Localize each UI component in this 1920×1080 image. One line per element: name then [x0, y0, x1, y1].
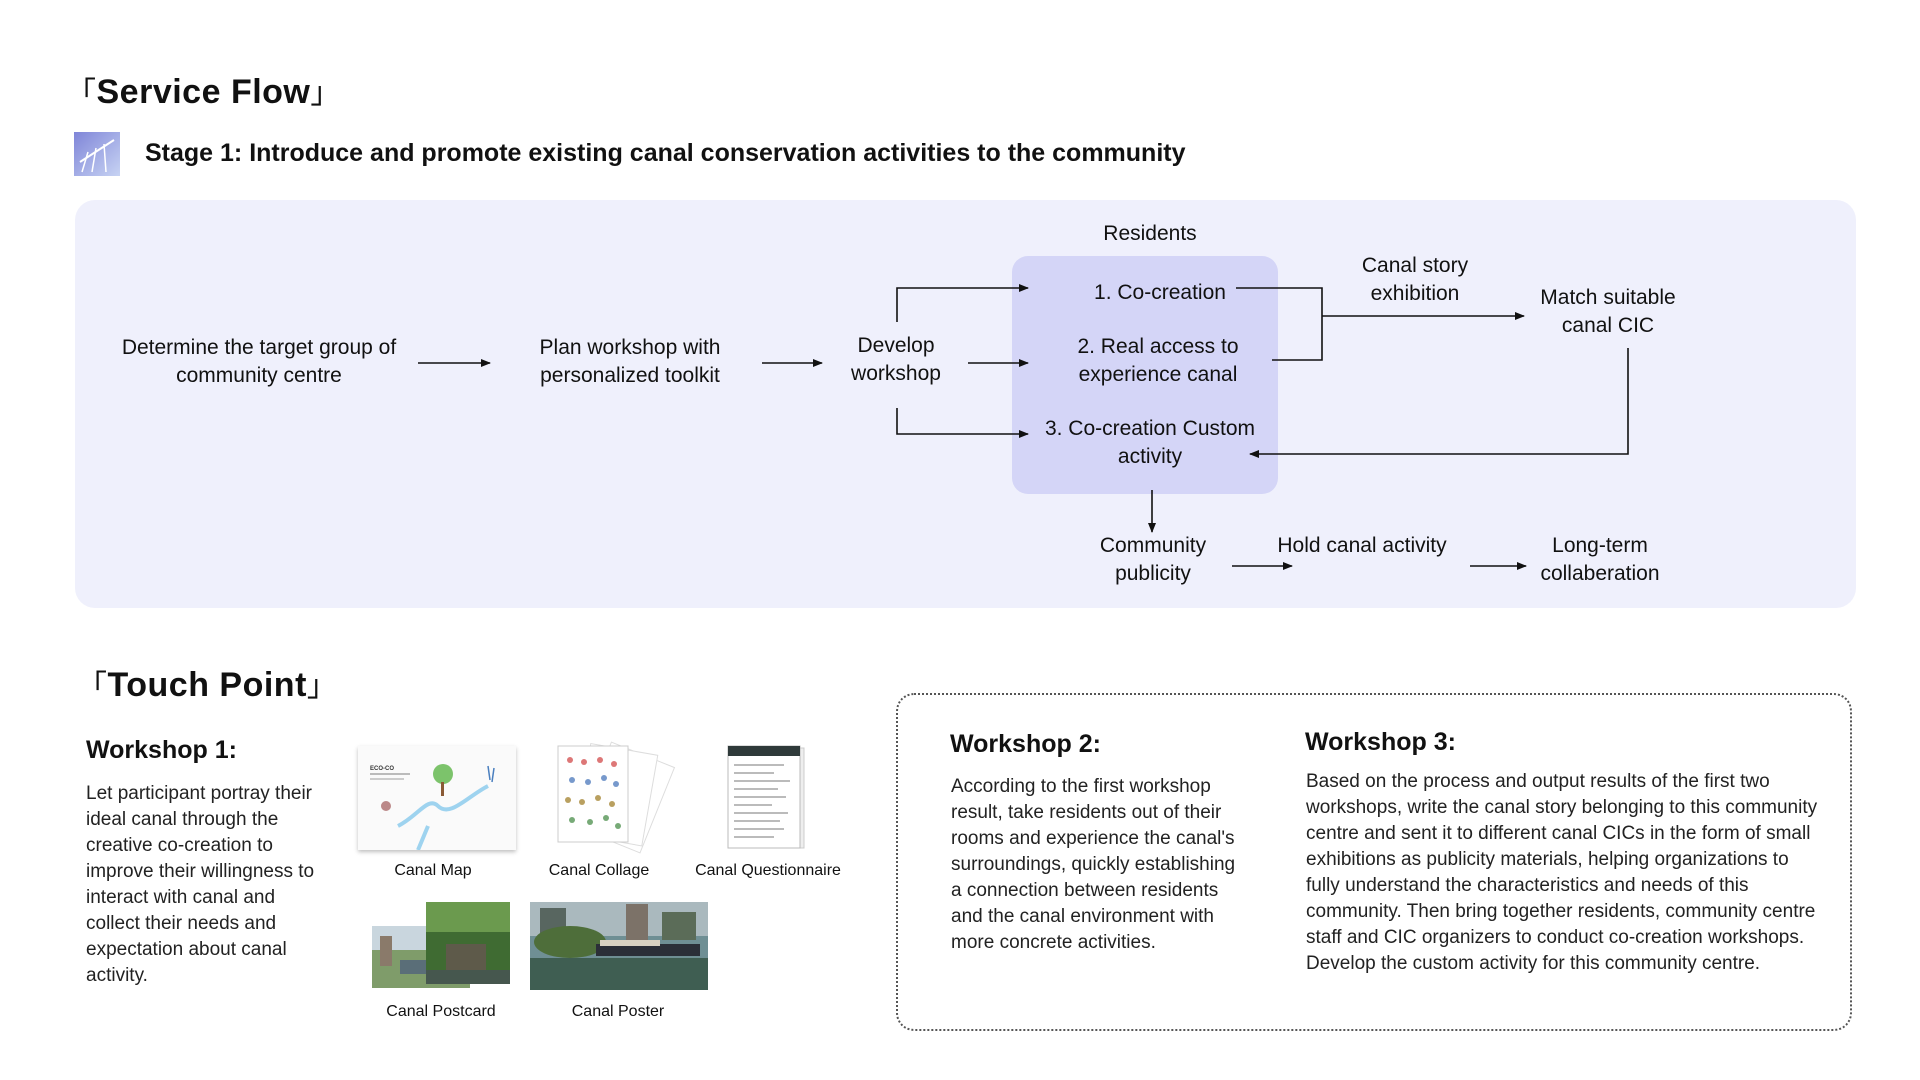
workshop2-title: Workshop 2: — [950, 730, 1101, 758]
canal-postcard-label: Canal Postcard — [386, 1003, 496, 1020]
workshop-2-3-panel — [896, 693, 1852, 1031]
canal-map-label: Canal Map — [394, 862, 472, 879]
arrow-develop-to-custom — [896, 408, 1029, 438]
arrow-cic-to-custom — [1249, 348, 1629, 458]
canal-poster-image — [530, 902, 708, 990]
node-hold-activity: Hold canal activity — [1277, 534, 1447, 557]
arrow-develop-to-cocreation — [896, 284, 1029, 322]
node-co-creation: 1. Co-creation — [1094, 281, 1226, 304]
touch-point-title-text: Touch Point — [107, 666, 307, 704]
canal-poster-label: Canal Poster — [571, 1003, 665, 1020]
bracket-close: 」 — [306, 670, 338, 703]
canal-collage-label: Canal Collage — [548, 862, 650, 879]
node-develop-workshop: Develop workshop — [851, 334, 941, 385]
node-long-term: Long-term collaberation — [1540, 534, 1660, 585]
line-cocreation-bracket — [1236, 287, 1323, 361]
node-story-exhibition: Canal story exhibition — [1361, 254, 1469, 305]
workshop1-text: Let participant portray their ideal cana… — [86, 783, 315, 986]
flow-panel — [75, 200, 1856, 608]
stage-icon — [74, 132, 120, 176]
workshop1-title: Workshop 1: — [86, 736, 237, 764]
bracket-open: 「 — [66, 77, 97, 110]
service-flow-title-text: Service Flow — [96, 73, 311, 111]
stage-title: Stage 1: Introduce and promote existing … — [145, 139, 1186, 167]
node-real-access: 2. Real access to experience canal — [1077, 335, 1239, 386]
node-custom-activity: 3. Co-creation Custom activity — [1044, 417, 1256, 468]
node-match-cic: Match suitable canal CIC — [1540, 286, 1676, 337]
canal-collage-image — [552, 736, 682, 856]
workshop3-title: Workshop 3: — [1305, 728, 1456, 756]
service-flow-title: 「Service Flow」 — [66, 68, 341, 112]
map-card-brand: ECO-CO — [370, 766, 394, 772]
node-residents: Residents — [1103, 222, 1197, 245]
canal-postcard-image — [370, 900, 512, 990]
canal-questionnaire-label: Canal Questionnaire — [695, 862, 841, 879]
bracket-close: 」 — [310, 77, 341, 110]
residents-box — [1012, 256, 1278, 494]
workshop2-text: According to the first workshop result, … — [951, 776, 1236, 953]
workshop3-text: Based on the process and output results … — [1306, 771, 1818, 974]
node-plan-workshop: Plan workshop with personalized toolkit — [539, 336, 721, 387]
touch-point-title: 「Touch Point」 — [77, 661, 337, 705]
node-target-group: Determine the target group of community … — [121, 336, 397, 387]
bracket-open: 「 — [77, 670, 108, 703]
canal-questionnaire-image — [726, 744, 808, 852]
canal-map-image: ECO-CO — [358, 746, 516, 850]
node-community-publicity: Community publicity — [1099, 534, 1207, 585]
